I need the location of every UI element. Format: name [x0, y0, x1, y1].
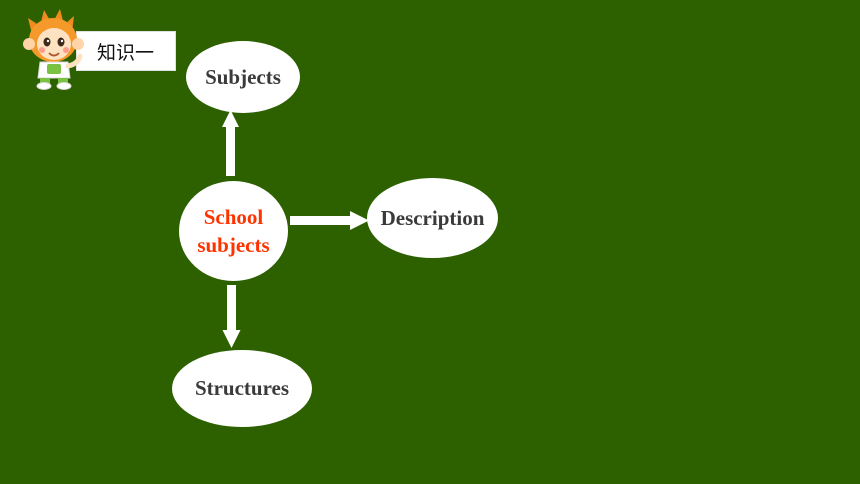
node-school-label-line2: subjects	[197, 233, 270, 257]
section-label: 知识一	[76, 31, 176, 71]
node-structures: Structures	[172, 350, 312, 427]
node-school-label-line1: School	[203, 205, 264, 229]
node-structures-label: Structures	[194, 376, 290, 400]
node-subjects: Subjects	[186, 41, 300, 113]
node-school-subjects: School subjects	[179, 181, 288, 281]
arrow-right	[290, 211, 369, 230]
node-description-label: Description	[380, 205, 485, 230]
node-description: Description	[367, 178, 498, 258]
arrow-up	[222, 110, 239, 176]
section-label-text: 知识一	[97, 41, 155, 64]
node-subjects-label: Subjects	[205, 64, 281, 89]
arrow-down	[222, 285, 241, 348]
mascot-icon	[23, 9, 84, 90]
